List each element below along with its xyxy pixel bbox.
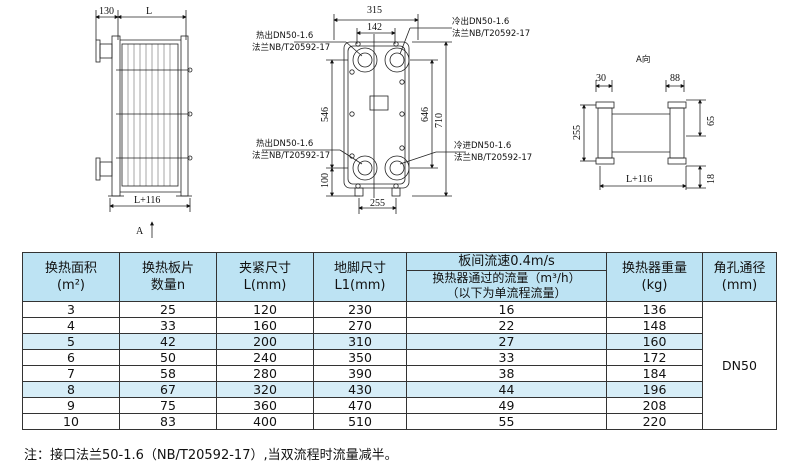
header-flow-velocity: 板间流速0.4m/s: [406, 252, 607, 271]
cell-foot: 390: [313, 365, 407, 382]
cell-plates: 75: [119, 397, 217, 414]
table-row: 7 58 280 390 38 184: [22, 365, 777, 382]
cell-flow: 38: [406, 365, 607, 382]
table-row: 8 67 320 430 44 196: [22, 381, 777, 398]
callout-cold-in-line1: 冷进DN50-1.6: [454, 140, 511, 151]
cell-plates: 58: [119, 365, 217, 382]
callout-hot-in-line2: 法兰NB/T20592-17: [252, 150, 330, 161]
table-row: 9 75 360 470 49 208: [22, 397, 777, 414]
cell-flow: 49: [406, 397, 607, 414]
footnote: 注：接口法兰50-1.6（NB/T20592-17）,当双流程时流量减半。: [24, 448, 398, 463]
cell-area: 7: [22, 365, 120, 382]
dim-18-label: 18: [706, 174, 717, 184]
dim-l-label: L: [146, 6, 152, 17]
cell-weight: 148: [606, 317, 703, 334]
cell-area: 4: [22, 317, 120, 334]
cell-flow: 22: [406, 317, 607, 334]
callout-cold-out-line1: 冷出DN50-1.6: [452, 16, 509, 27]
cell-clamp: 360: [216, 397, 314, 414]
dim-546-label: 546: [320, 107, 331, 122]
technical-drawing: 130 L L+116 A 315 142 546 646 710 100 25…: [95, 5, 717, 238]
cell-foot: 510: [313, 413, 407, 430]
dim-255-a-label: 255: [572, 125, 583, 140]
cell-clamp: 200: [216, 333, 314, 350]
cell-weight: 172: [606, 349, 703, 366]
front-view: [262, 14, 466, 214]
cell-clamp: 160: [216, 317, 314, 334]
header-port: 角孔通径(mm): [702, 252, 777, 302]
cell-flow: 55: [406, 413, 607, 430]
header-area: 换热面积(m²): [22, 252, 120, 302]
cell-area: 8: [22, 381, 120, 398]
dim-100-label: 100: [320, 173, 331, 188]
cell-clamp: 280: [216, 365, 314, 382]
dim-130-label: 130: [99, 6, 114, 17]
cell-weight: 220: [606, 413, 703, 430]
cell-flow: 33: [406, 349, 607, 366]
cell-clamp: 120: [216, 301, 314, 318]
a-view: [580, 80, 706, 190]
cell-foot: 310: [313, 333, 407, 350]
cell-area: 3: [22, 301, 120, 318]
table-row: 4 33 160 270 22 148: [22, 317, 777, 334]
table-row: 5 42 200 310 27 160: [22, 333, 777, 350]
cell-weight: 160: [606, 333, 703, 350]
cell-foot: 230: [313, 301, 407, 318]
header-weight: 换热器重量(kg): [606, 252, 703, 302]
cell-area: 5: [22, 333, 120, 350]
cell-flow: 27: [406, 333, 607, 350]
dim-l116-a-label: L+116: [626, 174, 652, 185]
side-view: [95, 10, 193, 238]
cell-area: 6: [22, 349, 120, 366]
cell-weight: 184: [606, 365, 703, 382]
header-plates: 换热板片数量n: [119, 252, 217, 302]
a-view-title: A向: [636, 54, 650, 65]
cell-plates: 50: [119, 349, 217, 366]
dim-710-label: 710: [434, 113, 445, 128]
cell-plates: 42: [119, 333, 217, 350]
callout-cold-in-line2: 法兰NB/T20592-17: [454, 152, 532, 163]
dim-646-label: 646: [420, 107, 431, 122]
callout-cold-out-line2: 法兰NB/T20592-17: [452, 28, 530, 39]
dim-88-label: 88: [670, 73, 680, 84]
dim-30-label: 30: [596, 73, 606, 84]
table-row: 10 83 400 510 55 220: [22, 413, 777, 430]
callout-hot-out-line2: 法兰NB/T20592-17: [252, 42, 330, 53]
cell-flow: 44: [406, 381, 607, 398]
cell-area: 9: [22, 397, 120, 414]
cell-plates: 33: [119, 317, 217, 334]
cell-weight: 196: [606, 381, 703, 398]
callout-hot-in-line1: 热出DN50-1.6: [256, 138, 313, 149]
cell-foot: 470: [313, 397, 407, 414]
cell-weight: 208: [606, 397, 703, 414]
dim-255-front-label: 255: [370, 198, 385, 209]
cell-weight: 136: [606, 301, 703, 318]
cell-clamp: 320: [216, 381, 314, 398]
cell-plates: 83: [119, 413, 217, 430]
dim-65-label: 65: [706, 116, 717, 126]
cell-flow: 16: [406, 301, 607, 318]
table-row: 6 50 240 350 33 172: [22, 349, 777, 366]
dim-142-label: 142: [367, 22, 382, 33]
cell-foot: 350: [313, 349, 407, 366]
cell-clamp: 240: [216, 349, 314, 366]
cell-foot: 430: [313, 381, 407, 398]
header-flow-rate: 换热器通过的流量（m³/h）（以下为单流程流量）: [406, 270, 607, 302]
table-row: 3 25 120 230 16 136 DN50: [22, 301, 777, 430]
cell-plates: 25: [119, 301, 217, 318]
direction-a-label: A: [136, 226, 144, 237]
cell-port: DN50: [702, 301, 777, 430]
cell-plates: 67: [119, 381, 217, 398]
callout-hot-out-line1: 热出DN50-1.6: [256, 30, 313, 41]
cell-foot: 270: [313, 317, 407, 334]
dim-315-label: 315: [367, 5, 382, 16]
cell-area: 10: [22, 413, 120, 430]
dim-l116-label: L+116: [134, 195, 160, 206]
cell-clamp: 400: [216, 413, 314, 430]
